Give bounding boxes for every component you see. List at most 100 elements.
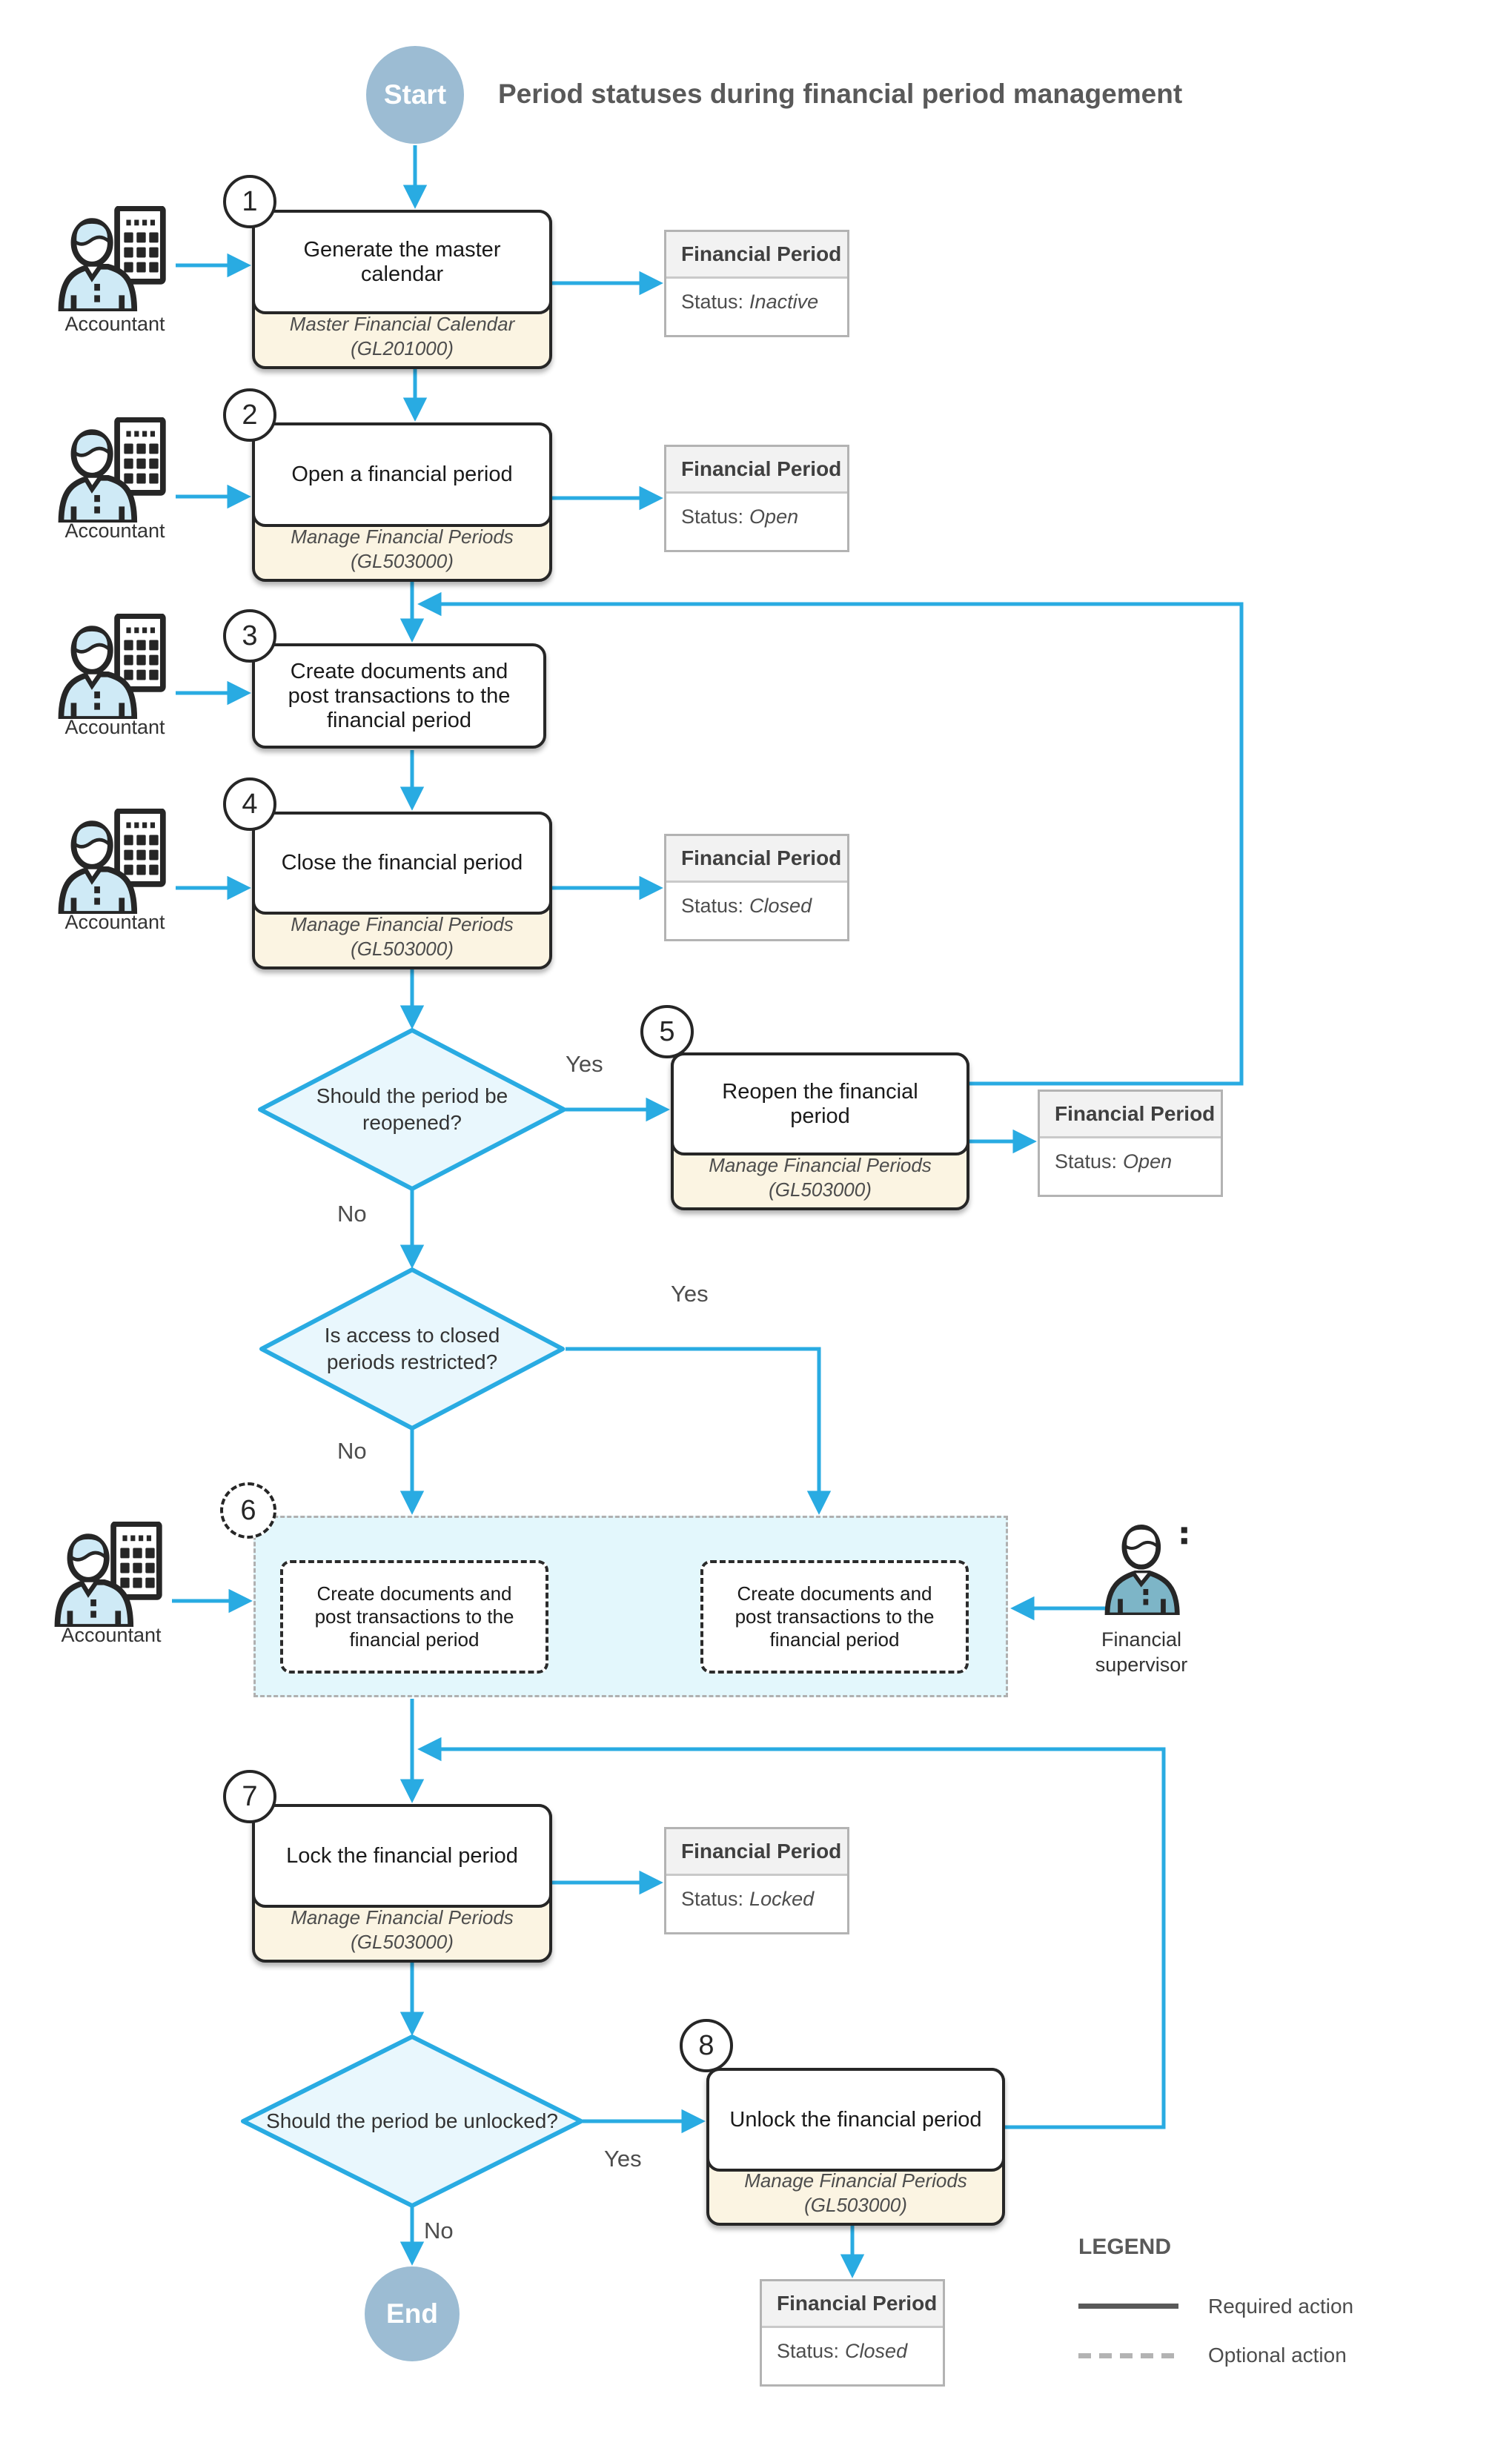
decision1-no-label: No (337, 1201, 367, 1227)
decision-diamond-reopen (258, 1028, 566, 1191)
decision2-text: Is access to closed periods restricted? (324, 1323, 500, 1373)
decision3-yes-label: Yes (604, 2146, 642, 2172)
legend-required-label: Required action (1208, 2295, 1354, 2318)
status-value: Locked (749, 1888, 815, 1910)
step1-number: 1 (223, 175, 276, 228)
optional-action-box-right: Create documents and post transactions t… (700, 1560, 969, 1674)
step4-screen-link[interactable]: Manage Financial Periods (GL503000) (255, 912, 549, 961)
status-value: Open (749, 505, 799, 528)
step4-box: Close the financial period Manage Financ… (252, 812, 552, 969)
decision1-text: Should the period be reopened? (316, 1084, 508, 1134)
step4-screen-name: Manage Financial Periods (291, 913, 514, 935)
step5-screen-link[interactable]: Manage Financial Periods (GL503000) (674, 1153, 966, 1201)
step5-label: Reopen the financial period (671, 1052, 969, 1155)
legend-optional-label: Optional action (1208, 2344, 1347, 2367)
step7-label: Lock the financial period (252, 1804, 552, 1908)
optional-action-box-left: Create documents and post transactions t… (280, 1560, 548, 1674)
step7-box: Lock the financial period Manage Financi… (252, 1804, 552, 1963)
accountant-icon (56, 206, 174, 315)
accountant-icon (56, 417, 174, 526)
step2-box: Open a financial period Manage Financial… (252, 422, 552, 582)
status-box-8-title: Financial Period (762, 2281, 943, 2328)
status-box-5-title: Financial Period (1040, 1092, 1221, 1138)
status-prefix: Status: (681, 1888, 744, 1910)
decision3-no-label: No (424, 2218, 454, 2244)
step1-label: Generate the master calendar (252, 210, 552, 314)
step2-label: Open a financial period (252, 422, 552, 527)
step2-screen-link[interactable]: Manage Financial Periods (GL503000) (255, 525, 549, 573)
step4-screen-id: (GL503000) (351, 937, 454, 960)
accountant-label: Accountant (64, 716, 165, 738)
accountant-icon (52, 1522, 170, 1631)
step7-number: 7 (223, 1770, 276, 1823)
step7-screen-id: (GL503000) (351, 1930, 454, 1953)
status-box-1-title: Financial Period (666, 232, 847, 279)
page-title: Period statuses during financial period … (498, 79, 1183, 109)
accountant-label: Accountant (64, 520, 165, 542)
arrow-decision2-yes-to-container (566, 1347, 832, 1515)
status-prefix: Status: (1055, 1150, 1118, 1173)
status-prefix: Status: (681, 291, 744, 313)
end-terminal: End (365, 2266, 460, 2361)
loop-step5-back-to-step3 (417, 591, 1244, 1086)
status-box-7: Financial Period Status:Locked (664, 1827, 849, 1934)
status-box-2-value: Status:Open (666, 494, 847, 540)
step2-screen-name: Manage Financial Periods (291, 525, 514, 548)
step5-box: Reopen the financial period Manage Finan… (671, 1052, 969, 1210)
status-value: Inactive (749, 291, 819, 313)
step5-screen-id: (GL503000) (769, 1178, 872, 1201)
decision2-no-label: No (337, 1438, 367, 1464)
step7-screen-link[interactable]: Manage Financial Periods (GL503000) (255, 1906, 549, 1954)
status-value: Closed (845, 2340, 908, 2362)
status-box-4: Financial Period Status:Closed (664, 834, 849, 941)
accountant-icon (56, 809, 174, 918)
step2-screen-id: (GL503000) (351, 549, 454, 572)
legend-required-line (1078, 2304, 1178, 2309)
step1-screen-name: Master Financial Calendar (289, 313, 515, 335)
step1-screen-link[interactable]: Master Financial Calendar (GL201000) (255, 312, 549, 360)
status-prefix: Status: (777, 2340, 840, 2362)
start-terminal: Start (366, 46, 464, 144)
financial-supervisor-label: Financial supervisor (1095, 1628, 1188, 1676)
status-box-1: Financial Period Status:Inactive (664, 230, 849, 337)
step3-number: 3 (223, 609, 276, 663)
step4-label: Close the financial period (252, 812, 552, 915)
step2-number: 2 (223, 388, 276, 442)
step8-box: Unlock the financial period Manage Finan… (706, 2068, 1005, 2226)
decision1-yes-label: Yes (566, 1051, 603, 1077)
legend-title: LEGEND (1078, 2235, 1172, 2259)
step5-screen-name: Manage Financial Periods (709, 1154, 932, 1176)
accountant-label: Accountant (64, 313, 165, 335)
decision3-text: Should the period be unlocked? (266, 2109, 558, 2132)
accountant-label: Accountant (64, 911, 165, 933)
step8-number: 8 (680, 2019, 733, 2072)
financial-supervisor-icon (1093, 1523, 1193, 1619)
status-box-7-title: Financial Period (666, 1829, 847, 1876)
status-prefix: Status: (681, 505, 744, 528)
status-box-4-title: Financial Period (666, 836, 847, 883)
legend-optional-line (1078, 2353, 1182, 2358)
step3-box: Create documents and post transactions t… (252, 643, 546, 749)
decision-diamond-unlock (241, 2035, 583, 2208)
step8-label: Unlock the financial period (706, 2068, 1005, 2172)
status-box-2-title: Financial Period (666, 447, 847, 494)
status-box-8: Financial Period Status:Closed (760, 2279, 945, 2387)
step8-screen-name: Manage Financial Periods (744, 2169, 967, 2192)
status-box-8-value: Status:Closed (762, 2328, 943, 2375)
decision2-yes-label: Yes (671, 1281, 709, 1307)
status-prefix: Status: (681, 895, 744, 917)
status-value: Closed (749, 895, 812, 917)
status-value: Open (1123, 1150, 1173, 1173)
accountant-label: Accountant (61, 1624, 162, 1646)
step1-screen-id: (GL201000) (351, 336, 454, 359)
step7-screen-name: Manage Financial Periods (291, 1906, 514, 1929)
step8-screen-link[interactable]: Manage Financial Periods (GL503000) (709, 2169, 1002, 2217)
status-box-7-value: Status:Locked (666, 1876, 847, 1923)
step8-screen-id: (GL503000) (804, 2193, 907, 2216)
status-box-1-value: Status:Inactive (666, 279, 847, 325)
step4-number: 4 (223, 777, 276, 831)
decision-diamond-access (259, 1267, 565, 1430)
status-box-4-value: Status:Closed (666, 883, 847, 929)
